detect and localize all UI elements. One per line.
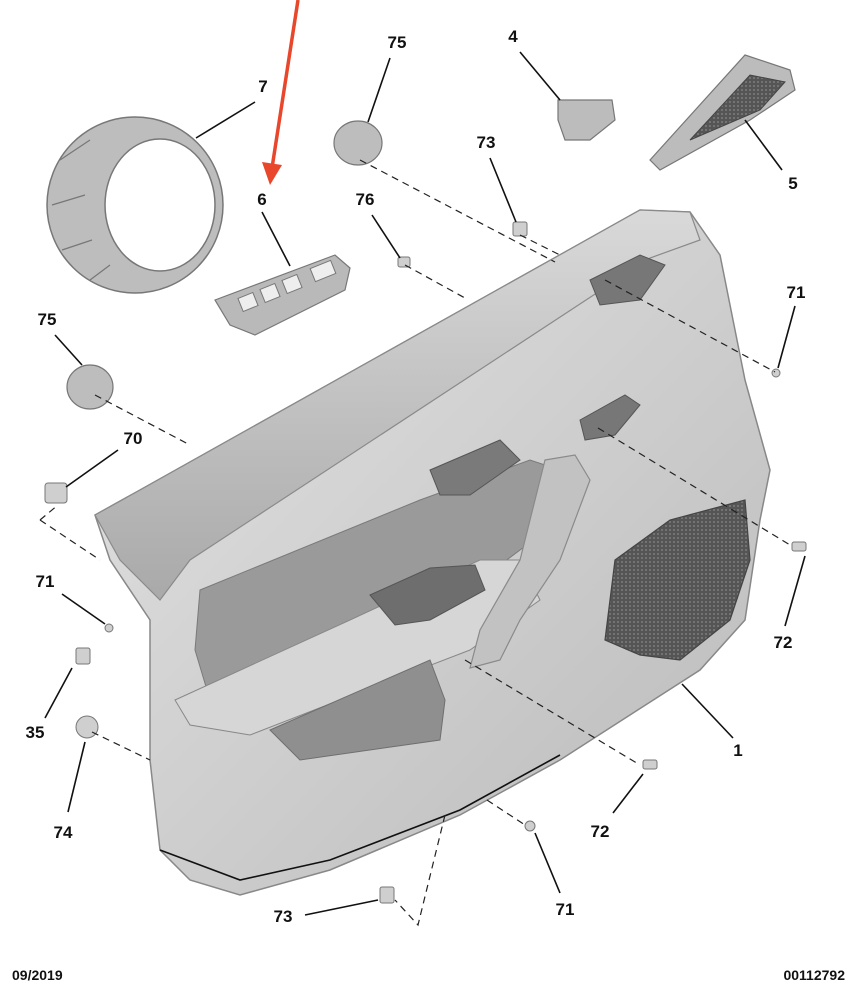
callout-71-right: 71 (787, 283, 806, 302)
window-switch-panel-part-6 (214, 254, 351, 336)
screw-part-71-right (771, 368, 781, 378)
callout-72-bottom: 72 (591, 822, 610, 841)
door-trim-panel (94, 209, 771, 896)
clip-part-73-upper (512, 221, 528, 237)
assembly-lines (39, 159, 791, 927)
callout-73-upper: 73 (477, 133, 496, 152)
clip-part-73-lower (379, 886, 395, 904)
callout-1: 1 (733, 741, 742, 760)
clip-part-35 (75, 647, 91, 665)
leader-lines (44, 51, 806, 916)
callout-labels: 1 4 5 6 7 35 70 71 71 71 72 72 73 73 74 … (26, 27, 806, 926)
callout-7: 7 (258, 77, 267, 96)
footer-date: 09/2019 (12, 967, 63, 983)
clip-part-76 (397, 256, 411, 268)
callout-75-left: 75 (38, 310, 57, 329)
tweeter-grille-part-5 (649, 54, 796, 171)
callout-6: 6 (257, 190, 266, 209)
screw-part-71-left (104, 623, 114, 633)
highlight-arrow (262, 0, 300, 185)
screw-part-72-right (791, 541, 807, 552)
callout-4: 4 (508, 27, 518, 46)
screw-part-72-bottom (642, 759, 658, 770)
callout-71-bottom: 71 (556, 900, 575, 919)
callout-70: 70 (124, 429, 143, 448)
callout-5: 5 (788, 174, 797, 193)
callout-76: 76 (356, 190, 375, 209)
callout-35: 35 (26, 723, 45, 742)
clip-part-70 (44, 482, 68, 504)
footer-reference: 00112792 (783, 967, 845, 983)
clip-part-74 (75, 715, 99, 739)
callout-71-left: 71 (36, 572, 55, 591)
trim-cap-part-4 (557, 99, 616, 141)
speaker-ring-part-7 (46, 116, 224, 294)
small-fasteners (44, 221, 807, 904)
callout-74: 74 (54, 823, 73, 842)
callout-72-right: 72 (774, 633, 793, 652)
screw-part-71-bottom (524, 820, 536, 832)
callout-73-lower: 73 (274, 907, 293, 926)
plug-part-75-left (66, 364, 114, 410)
callout-75-upper: 75 (388, 33, 407, 52)
plug-part-75-upper (333, 120, 383, 166)
